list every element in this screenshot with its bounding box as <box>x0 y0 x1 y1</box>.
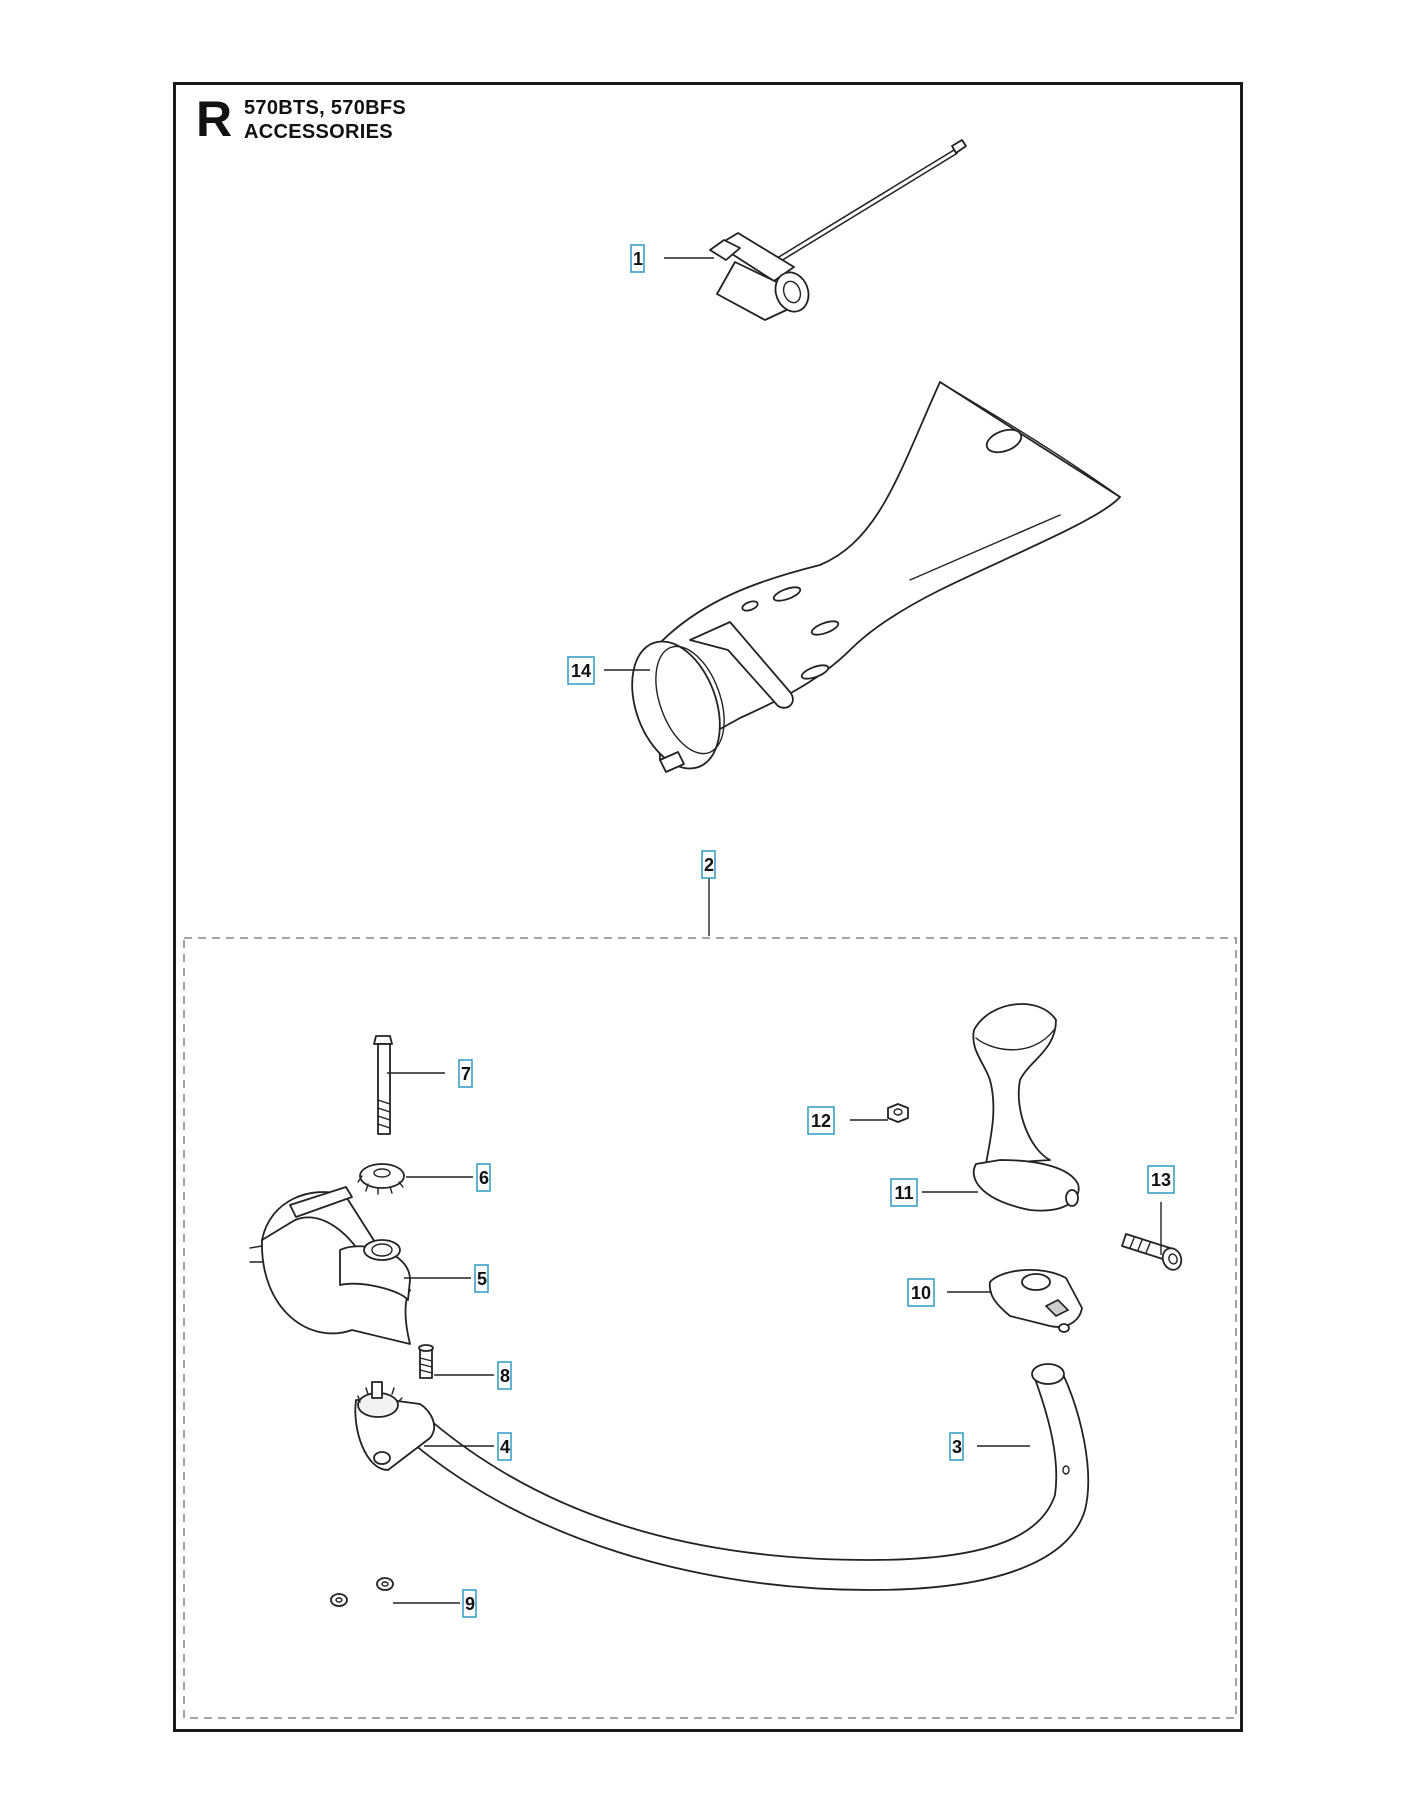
section-letter: R <box>196 91 233 147</box>
callout-9: 9 <box>462 1589 477 1618</box>
callout-label: 12 <box>811 1111 831 1131</box>
callout-label: 3 <box>952 1437 962 1457</box>
page-frame <box>173 82 1243 1732</box>
callout-label: 14 <box>571 661 591 681</box>
callout-12: 12 <box>807 1106 835 1135</box>
callout-2: 2 <box>701 850 716 879</box>
callout-label: 5 <box>477 1269 487 1289</box>
callout-label: 8 <box>500 1366 510 1386</box>
callout-label: 7 <box>461 1064 471 1084</box>
handle-holder-part <box>988 1269 1083 1333</box>
blower-nozzle-part <box>631 381 1121 773</box>
callout-13: 13 <box>1147 1165 1175 1194</box>
callout-label: 2 <box>704 855 714 875</box>
screw-part-13 <box>1121 1233 1183 1271</box>
nut-part-9 <box>330 1577 394 1607</box>
callout-label: 13 <box>1151 1170 1171 1190</box>
leader-lines <box>387 257 1162 1604</box>
callout-4: 4 <box>497 1432 512 1461</box>
screw-part-8 <box>418 1344 434 1379</box>
callout-6: 6 <box>476 1163 491 1192</box>
callout-7: 7 <box>458 1059 473 1088</box>
bolt-part <box>373 1035 393 1135</box>
callout-label: 10 <box>911 1283 931 1303</box>
handle-kit-frame <box>183 937 1237 1719</box>
callout-5: 5 <box>474 1264 489 1293</box>
callout-10: 10 <box>907 1278 935 1307</box>
callout-label: 6 <box>479 1168 489 1188</box>
model-title: 570BTS, 570BFS <box>244 97 407 119</box>
handle-bracket-part <box>354 1381 435 1471</box>
combination-wrench-part <box>709 139 967 321</box>
nut-part-12 <box>887 1103 909 1123</box>
callout-3: 3 <box>949 1432 964 1461</box>
callout-label: 1 <box>633 249 643 269</box>
callout-label: 9 <box>465 1594 475 1614</box>
callout-14: 14 <box>567 656 595 685</box>
group-title: ACCESSORIES <box>244 121 393 143</box>
callout-8: 8 <box>497 1361 512 1390</box>
callout-1: 1 <box>630 244 645 273</box>
grip-handle-part <box>972 1003 1080 1212</box>
handle-bar-part <box>399 1363 1090 1591</box>
callout-11: 11 <box>890 1178 918 1207</box>
callout-label: 11 <box>894 1183 913 1203</box>
toothed-washer-part <box>357 1163 405 1195</box>
callout-label: 4 <box>500 1437 510 1457</box>
handle-clamp-part <box>249 1186 411 1345</box>
